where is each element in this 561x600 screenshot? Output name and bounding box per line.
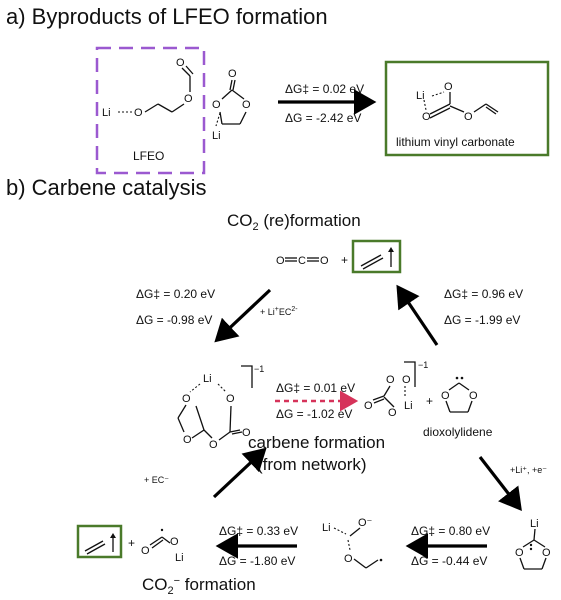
svg-text:−1: −1 <box>418 360 428 370</box>
ethylene-icon <box>360 247 394 270</box>
step-lower-right-reagent: +Li⁺, +e⁻ <box>510 465 547 475</box>
li-cage-intermediate: Li O O O O O −1 <box>177 364 264 451</box>
svg-text:O: O <box>344 553 353 565</box>
step-lower-left-arrow <box>212 447 267 499</box>
svg-text:O: O <box>386 374 395 386</box>
product-box <box>384 60 550 157</box>
step-left-reagent: + Li+EC2- <box>260 306 298 317</box>
step-right-arrow <box>396 284 439 346</box>
svg-text:O: O <box>364 400 373 412</box>
center-dg: ΔG = -1.02 eV <box>276 407 352 421</box>
center-dg-ts: ΔG‡ = 0.01 eV <box>276 381 355 395</box>
svg-text:Li: Li <box>102 107 111 119</box>
dioxolylidene-molecule: O O <box>441 376 478 413</box>
svg-text:Li: Li <box>203 373 212 385</box>
svg-text:O: O <box>464 111 473 123</box>
svg-text:Li: Li <box>416 90 425 102</box>
ethylene-icon-bottom <box>84 533 116 555</box>
bottom-left-dg: ΔG = -1.80 eV <box>219 554 295 568</box>
step-left-dg-ts: ΔG‡ = 0.20 eV <box>136 287 215 301</box>
svg-text:O: O <box>170 536 179 548</box>
svg-text:O: O <box>276 255 285 267</box>
svg-text:O: O <box>402 374 411 386</box>
svg-text:O: O <box>183 434 192 446</box>
svg-text:Li: Li <box>530 518 539 530</box>
a-dg-ts: ΔG‡ = 0.02 eV <box>285 82 364 96</box>
svg-text:Li: Li <box>404 400 413 412</box>
svg-text:O: O <box>542 547 551 559</box>
svg-text:O: O <box>242 99 251 111</box>
svg-text:O: O <box>242 427 251 439</box>
svg-text:O: O <box>422 111 431 123</box>
co2-minus-formation-heading: CO2− formation <box>142 575 256 597</box>
step-lower-left-reagent: + EC⁻ <box>144 475 169 485</box>
lfeo-box <box>95 46 206 175</box>
product-label: lithium vinyl carbonate <box>396 135 515 149</box>
step-right-dg: ΔG = -1.99 eV <box>444 313 520 327</box>
svg-text:O⁻: O⁻ <box>358 517 373 529</box>
dioxolylidene-label: dioxolylidene <box>423 425 493 439</box>
svg-text:O: O <box>176 57 185 69</box>
bottom-right-dg-ts: ΔG‡ = 0.80 eV <box>411 524 490 538</box>
svg-text:Li: Li <box>175 552 184 564</box>
step-left-arrow <box>214 288 272 343</box>
li-carbonate-radical: Li O⁻ O <box>322 517 383 569</box>
co2-reformation-heading: CO2 (re)formation <box>227 211 361 233</box>
lfeo-molecule: Li O O O <box>102 57 194 119</box>
section-b-title: b) Carbene catalysis <box>6 175 207 200</box>
a-dg: ΔG = -2.42 eV <box>285 111 361 125</box>
lithium-vinyl-carbonate-molecule: Li O O O <box>416 81 499 123</box>
step-right-dg-ts: ΔG‡ = 0.96 eV <box>444 287 523 301</box>
lfeo-label: LFEO <box>133 149 164 163</box>
svg-text:O: O <box>441 390 450 402</box>
step-left-dg: ΔG = -0.98 eV <box>136 313 212 327</box>
svg-text:O: O <box>469 390 478 402</box>
svg-text:O: O <box>134 107 143 119</box>
bottom-right-dg: ΔG = -0.44 eV <box>411 554 487 568</box>
section-a-title: a) Byproducts of LFEO formation <box>6 4 328 29</box>
svg-text:O: O <box>228 68 237 80</box>
svg-text:O: O <box>226 393 235 405</box>
svg-text:O: O <box>209 439 218 451</box>
co2-radical-anion: O O Li <box>141 528 184 564</box>
svg-text:O: O <box>212 99 221 111</box>
dioxolylidene-plus: + <box>426 394 433 408</box>
svg-text:Li: Li <box>322 522 331 534</box>
co2-molecule: O C O <box>276 255 329 267</box>
ethylene-box-bottom <box>76 524 123 559</box>
bottom-left-dg-ts: ΔG‡ = 0.33 eV <box>219 524 298 538</box>
li-carbonate-anion: O O O O Li −1 <box>364 360 428 419</box>
li-ring-carbonate: O O O Li <box>212 68 251 142</box>
co2-plus: + <box>341 253 348 267</box>
svg-text:O: O <box>141 545 150 557</box>
bottom-plus: + <box>128 536 135 550</box>
svg-text:O: O <box>515 547 524 559</box>
svg-text:C: C <box>298 255 306 267</box>
carbene-formation-line2: (from network) <box>257 455 367 474</box>
svg-text:−1: −1 <box>254 364 264 374</box>
carbene-formation-line1: carbene formation <box>248 433 385 452</box>
svg-text:O: O <box>184 93 193 105</box>
svg-text:O: O <box>320 255 329 267</box>
svg-text:O: O <box>182 393 191 405</box>
li-dioxolane-radical: Li O O <box>515 518 551 570</box>
step-lower-right-arrow <box>478 456 522 512</box>
svg-text:Li: Li <box>212 130 221 142</box>
svg-text:O: O <box>388 407 397 419</box>
ethylene-box-top <box>351 239 402 274</box>
svg-text:O: O <box>444 81 453 93</box>
